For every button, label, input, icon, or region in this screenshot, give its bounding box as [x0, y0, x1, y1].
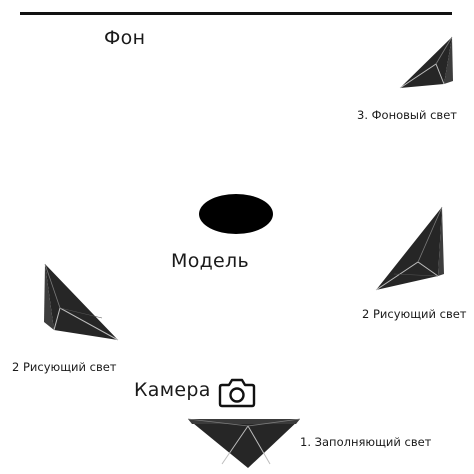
fill-light-label: 1. Заполняющий свет [300, 435, 432, 449]
fill-light-icon [187, 418, 301, 468]
model-shape [199, 194, 273, 234]
backdrop-label: Фон [104, 27, 146, 49]
background-light-label: 3. Фоновый свет [357, 108, 457, 122]
camera-label: Камера [134, 379, 211, 401]
key-light-right-label: 2 Рисующий свет [362, 307, 467, 321]
key-light-left-label: 2 Рисующий свет [12, 360, 117, 374]
key-light-right-icon [375, 206, 444, 291]
camera-icon [218, 378, 256, 408]
model-label: Модель [171, 250, 249, 272]
key-light-left-icon [44, 263, 119, 341]
backdrop-line [20, 12, 452, 15]
background-light-icon [399, 36, 453, 89]
